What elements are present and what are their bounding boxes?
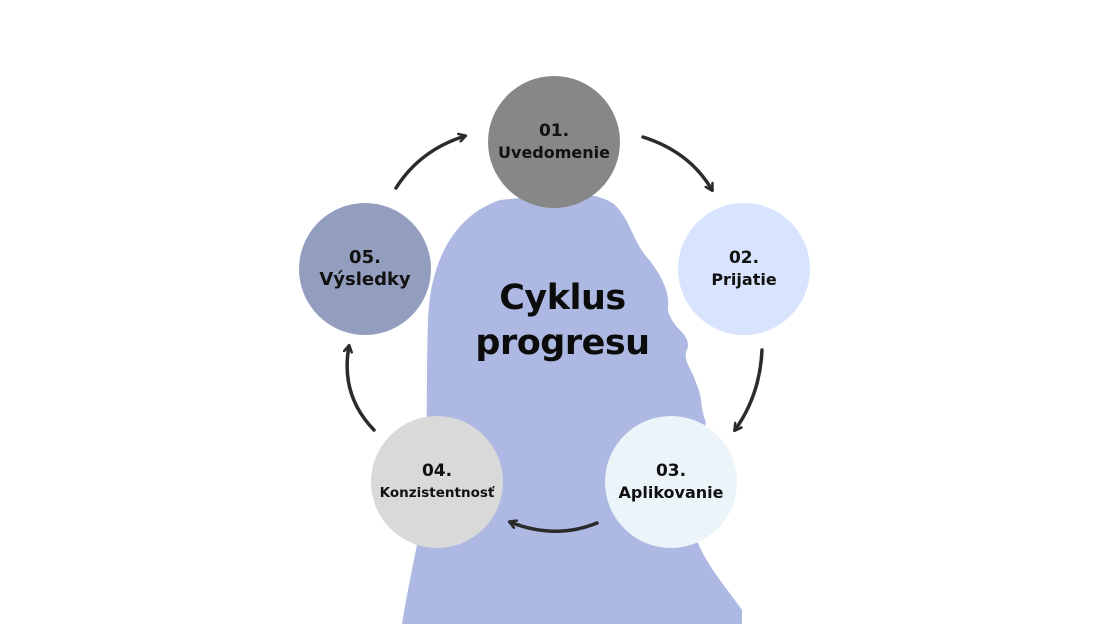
step-circle-uvedomenie: 01. Uvedomenie — [488, 76, 620, 208]
title-line-2: progresu — [475, 323, 650, 363]
step-circle-vysledky: 05. Výsledky — [299, 203, 431, 335]
step-number: 01. — [538, 121, 570, 141]
step-label: Aplikovanie — [618, 483, 724, 502]
step-number: 05. — [349, 247, 381, 268]
step-label: Prijatie — [711, 270, 777, 289]
step-circle-prijatie: 02. Prijatie — [678, 203, 810, 335]
step-label: Uvedomenie — [498, 143, 610, 162]
arrow-1-to-2 — [641, 135, 712, 190]
step-number: 02. — [728, 248, 760, 268]
arrow-5-to-1 — [394, 136, 465, 190]
diagram-title: Cyklus progresu — [460, 276, 665, 366]
arrow-4-to-5 — [347, 346, 376, 432]
step-circle-aplikovanie: 03. Aplikovanie — [605, 416, 737, 548]
step-circle-konzistentnost: 04. Konzistentnosť — [371, 416, 503, 548]
step-label: Výsledky — [319, 269, 411, 290]
step-label: Konzistentnosť — [379, 485, 495, 501]
step-number: 04. — [421, 461, 453, 481]
arrow-3-to-4 — [510, 522, 599, 533]
step-number: 03. — [655, 461, 687, 481]
arrow-2-to-3 — [735, 348, 764, 430]
title-line-1: Cyklus — [499, 278, 626, 318]
